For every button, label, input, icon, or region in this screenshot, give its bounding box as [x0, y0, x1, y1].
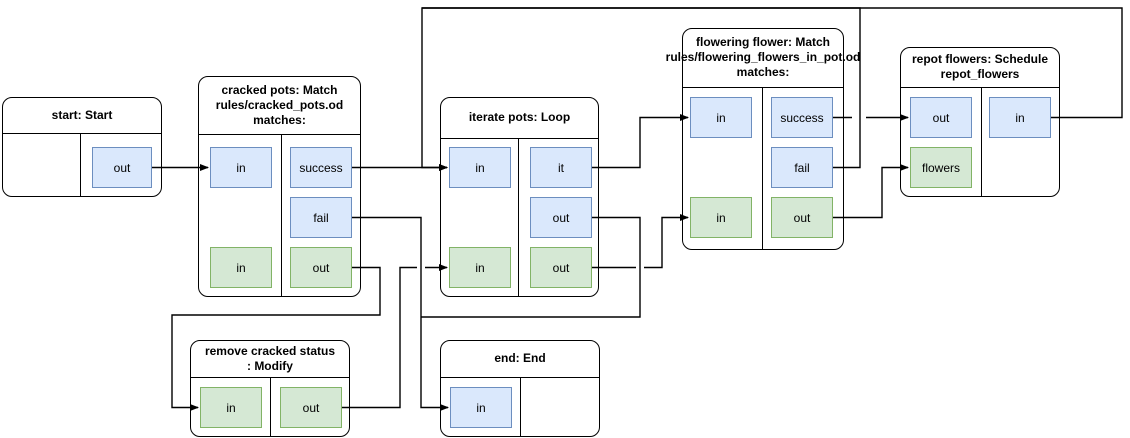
node-title-divider	[440, 138, 599, 140]
port-cracked-pots-success[interactable]: success	[290, 147, 352, 188]
node-title-end: end: End	[440, 340, 600, 377]
node-title-text: repot flowers: Schedule repot_flowers	[911, 52, 1049, 81]
port-label: in	[475, 160, 485, 175]
node-column-divider	[520, 377, 522, 437]
node-column-divider	[518, 138, 520, 297]
port-label: in	[475, 260, 485, 275]
node-title-text: cracked pots: Match rules/cracked_pots.o…	[215, 82, 344, 127]
node-title-flowering-flower: flowering flower: Match rules/flowering_…	[666, 28, 861, 87]
node-title-text: remove cracked status : Modify	[204, 343, 336, 373]
port-iterate-pots-out[interactable]: out	[530, 197, 592, 238]
node-column-divider	[281, 134, 283, 297]
port-label: out	[793, 210, 811, 225]
port-flowering-flower-success[interactable]: success	[771, 97, 833, 138]
port-repot-flowers-in[interactable]: in	[989, 97, 1051, 138]
port-label: fail	[794, 160, 810, 175]
port-cracked-pots-in[interactable]: in	[210, 147, 272, 188]
port-label: out	[932, 110, 950, 125]
port-label: in	[226, 400, 236, 415]
node-title-text: iterate pots: Loop	[468, 110, 571, 124]
node-title-divider	[198, 134, 361, 136]
port-flowering-flower-in[interactable]: in	[690, 97, 752, 138]
edge-flowering-out_to_repot-flowers	[833, 164, 909, 219]
port-label: in	[1015, 110, 1025, 125]
port-iterate-pots-in-data[interactable]: in	[449, 247, 511, 288]
port-label: in	[236, 160, 246, 175]
port-cracked-pots-out[interactable]: out	[290, 247, 352, 288]
port-label: in	[476, 400, 486, 415]
node-column-divider	[981, 87, 983, 197]
node-column-divider	[762, 87, 764, 250]
port-iterate-pots-out-data[interactable]: out	[530, 247, 592, 288]
port-label: in	[236, 260, 246, 275]
edge-cracked-fail_to_end-in	[352, 216, 449, 411]
port-label: it	[558, 160, 564, 175]
node-column-divider	[80, 133, 82, 197]
port-cracked-pots-fail[interactable]: fail	[290, 197, 352, 238]
port-repot-flowers-out[interactable]: out	[910, 97, 972, 138]
node-title-cracked-pots: cracked pots: Match rules/cracked_pots.o…	[198, 76, 361, 134]
port-flowering-flower-in-data[interactable]: in	[690, 197, 752, 238]
port-label: out	[302, 400, 320, 415]
port-end-in[interactable]: in	[450, 387, 512, 428]
port-label: success	[780, 110, 824, 125]
port-label: in	[716, 110, 726, 125]
node-title-divider	[900, 87, 1060, 89]
edge-iterate-it_to_flowering-in	[592, 114, 689, 169]
node-column-divider	[270, 377, 272, 437]
edge-iterate-out-data_to_flowering-in-data	[592, 214, 689, 269]
node-title-iterate-pots: iterate pots: Loop	[440, 97, 599, 138]
node-title-remove-cracked-status: remove cracked status : Modify	[190, 340, 350, 377]
node-title-text: start: Start	[51, 107, 113, 122]
port-flowering-flower-fail[interactable]: fail	[771, 147, 833, 188]
node-title-divider	[2, 133, 162, 135]
node-title-text: end: End	[494, 351, 546, 365]
node-title-text: flowering flower: Match rules/flowering_…	[665, 35, 861, 79]
port-label: flowers	[921, 160, 960, 175]
port-label: out	[552, 210, 570, 225]
port-remove-cracked-status-out[interactable]: out	[280, 387, 342, 428]
port-iterate-pots-in[interactable]: in	[449, 147, 511, 188]
port-remove-cracked-status-in[interactable]: in	[200, 387, 262, 428]
port-label: out	[113, 160, 131, 175]
port-flowering-flower-out[interactable]: out	[771, 197, 833, 238]
port-start-out[interactable]: out	[92, 147, 152, 188]
node-title-repot-flowers: repot flowers: Schedule repot_flowers	[900, 47, 1060, 87]
port-label: out	[552, 260, 570, 275]
port-label: in	[716, 210, 726, 225]
port-cracked-pots-in-data[interactable]: in	[210, 247, 272, 288]
port-label: fail	[313, 210, 329, 225]
port-repot-flowers-flowers[interactable]: flowers	[910, 147, 972, 188]
port-label: success	[299, 160, 343, 175]
port-iterate-pots-it[interactable]: it	[530, 147, 592, 188]
node-title-start: start: Start	[2, 97, 162, 133]
port-label: out	[312, 260, 330, 275]
